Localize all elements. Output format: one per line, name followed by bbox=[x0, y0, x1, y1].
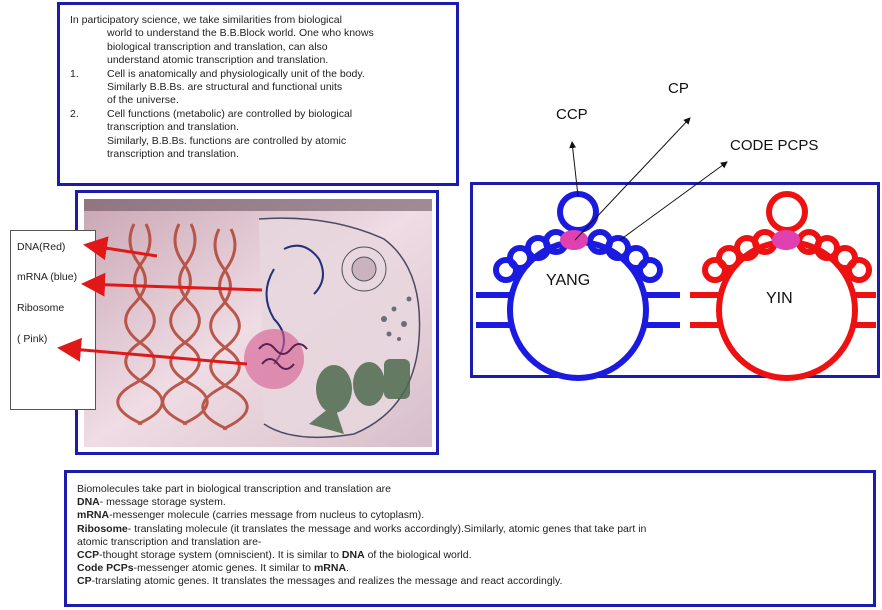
item-text: Cell is anatomically and physiologically… bbox=[107, 67, 365, 80]
cell-photo-illustration bbox=[84, 199, 432, 447]
yang-yin-diagram-frame bbox=[470, 182, 880, 378]
code-pcps-label: CODE PCPS bbox=[730, 137, 819, 154]
definition: -messenger molecule (carries message fro… bbox=[109, 509, 425, 522]
glossary-box: Biomolecules take part in biological tra… bbox=[64, 470, 876, 607]
cp-label: CP bbox=[668, 80, 689, 97]
intro-line: In participatory science, we take simila… bbox=[70, 14, 342, 26]
item-number: 1. bbox=[70, 67, 79, 80]
term: Code PCPs bbox=[77, 562, 134, 575]
definition: - message storage system. bbox=[99, 496, 226, 509]
intro-item-1: 1. Cell is anatomically and physiologica… bbox=[70, 68, 446, 81]
glossary-cp: CP-trarslating atomic genes. It translat… bbox=[77, 575, 863, 588]
glossary-ribosome: Ribosome- translating molecule (it trans… bbox=[77, 523, 863, 536]
definition: -trarslating atomic genes. It translates… bbox=[91, 575, 563, 588]
term: Ribosome bbox=[77, 522, 128, 535]
photo-legend-box: DNA(Red) mRNA (blue) Ribosome ( Pink) bbox=[10, 230, 96, 410]
yang-label: YANG bbox=[546, 272, 591, 289]
term: CP bbox=[77, 575, 92, 588]
label-dna: DNA(Red) bbox=[17, 241, 66, 253]
term: DNA bbox=[77, 496, 100, 509]
glossary-ccp: CCP-thought storage system (omniscient).… bbox=[77, 549, 863, 562]
term: DNA bbox=[341, 549, 365, 562]
definition: - translating molecule (it translates th… bbox=[127, 522, 647, 535]
intro-line: transcription and translation. bbox=[107, 148, 239, 161]
item-text: Cell functions (metabolic) are controlle… bbox=[107, 107, 353, 120]
glossary-dna: DNA- message storage system. bbox=[77, 496, 863, 509]
definition: -messenger atomic genes. It similar to bbox=[133, 562, 314, 575]
definition: of the biological world. bbox=[364, 549, 472, 562]
intro-line: biological transcription and translation… bbox=[107, 40, 328, 53]
cell-photo-frame bbox=[75, 190, 439, 455]
label-mrna: mRNA (blue) bbox=[17, 271, 78, 283]
cell-photo bbox=[84, 199, 432, 447]
intro-line: Similarly B.B.Bs. are structural and fun… bbox=[107, 81, 343, 94]
intro-text-box: In participatory science, we take simila… bbox=[57, 2, 459, 186]
glossary-code-pcps: Code PCPs-messenger atomic genes. It sim… bbox=[77, 562, 863, 575]
yin-label: YIN bbox=[766, 290, 793, 307]
intro-line: world to understand the B.B.Block world.… bbox=[107, 27, 374, 40]
glossary-intro: Biomolecules take part in biological tra… bbox=[77, 483, 392, 495]
ccp-label: CCP bbox=[556, 106, 588, 123]
label-pink: ( Pink) bbox=[17, 333, 48, 345]
glossary-line: atomic transcription and translation are… bbox=[77, 535, 262, 548]
term: mRNA bbox=[313, 562, 347, 575]
term: CCP bbox=[77, 549, 100, 562]
item-number: 2. bbox=[70, 107, 79, 120]
label-ribosome: Ribosome bbox=[17, 302, 65, 314]
intro-line: of the universe. bbox=[107, 94, 179, 107]
definition: -thought storage system (omniscient). It… bbox=[99, 549, 342, 562]
intro-line: transcription and translation. bbox=[107, 121, 239, 134]
intro-item-2: 2. Cell functions (metabolic) are contro… bbox=[70, 108, 446, 121]
definition: . bbox=[346, 562, 349, 575]
intro-line: Similarly, B.B.Bs. functions are control… bbox=[107, 134, 347, 147]
intro-line: understand atomic transcription and tran… bbox=[107, 54, 329, 67]
term: mRNA bbox=[77, 509, 110, 522]
glossary-mrna: mRNA-messenger molecule (carries message… bbox=[77, 509, 863, 522]
